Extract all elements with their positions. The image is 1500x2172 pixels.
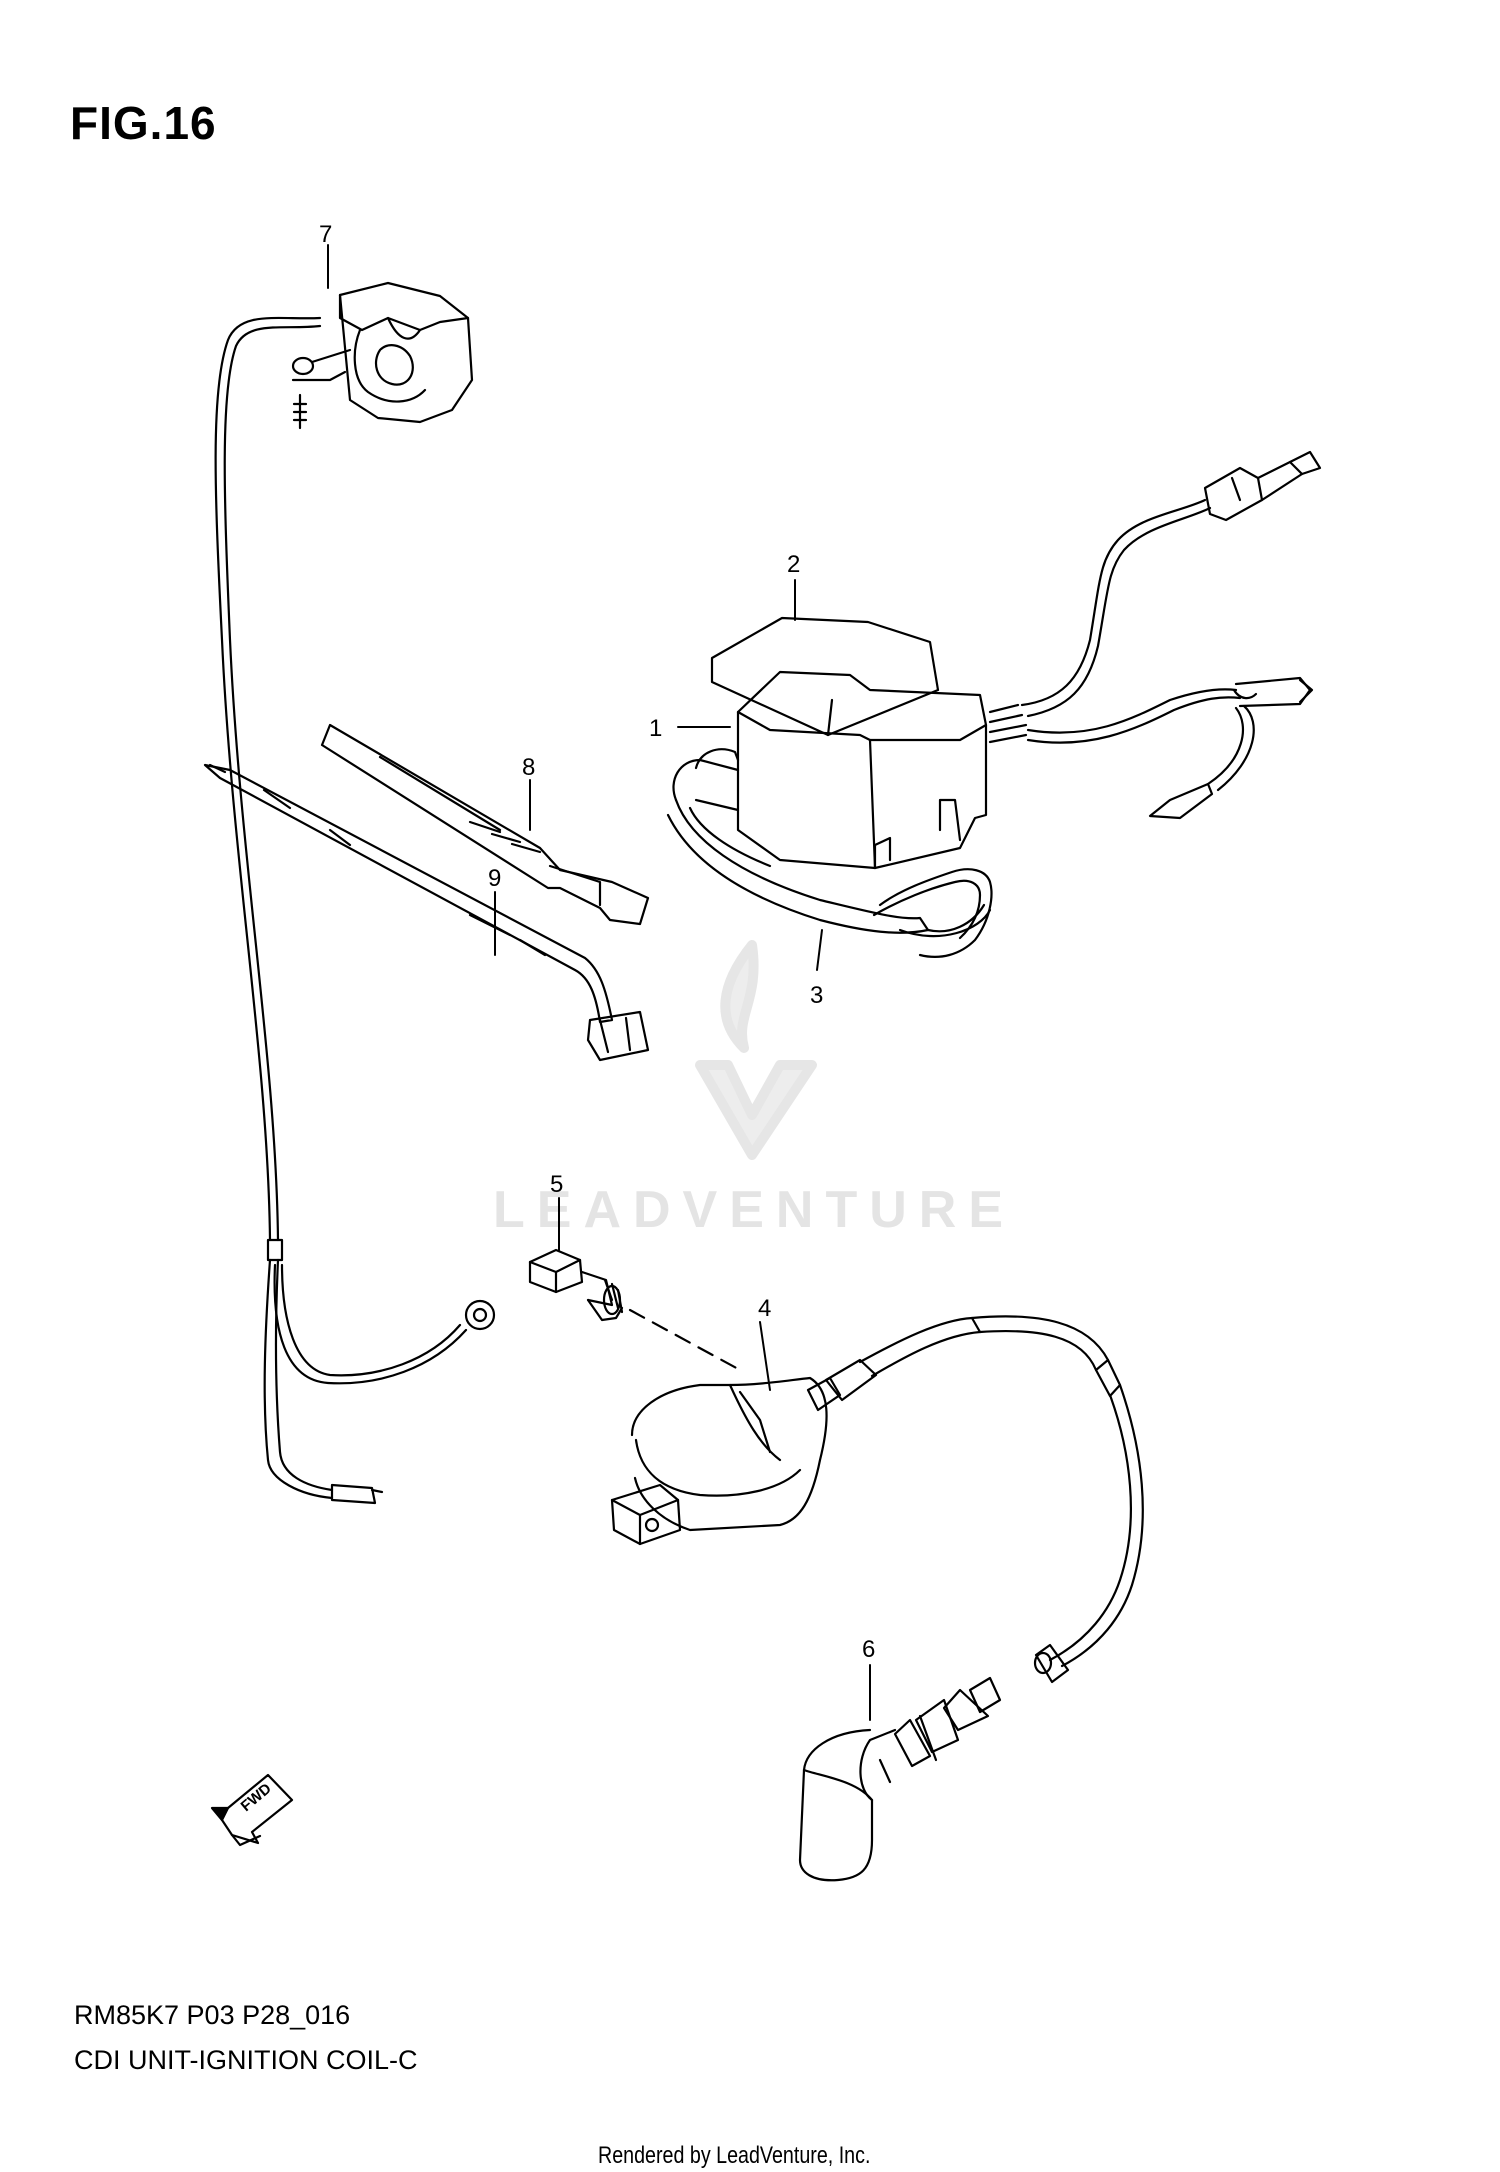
callout-3: 3 — [810, 982, 823, 1009]
callout-7: 7 — [319, 221, 332, 248]
callout-9: 9 — [488, 865, 501, 892]
render-credit: Rendered by LeadVenture, Inc. — [598, 2142, 871, 2169]
part-1-cdi-unit[interactable] — [736, 450, 1322, 870]
part-9-cable-tie[interactable] — [203, 763, 650, 1062]
callout-5: 5 — [550, 1171, 563, 1198]
watermark-text: LEADVENTURE — [493, 1181, 1016, 1239]
callout-1: 1 — [649, 715, 662, 742]
figure-title: FIG.16 — [70, 97, 217, 149]
callout-8: 8 — [522, 754, 535, 781]
part-3-band[interactable] — [666, 748, 993, 958]
callout-2: 2 — [787, 551, 800, 578]
callout-4: 4 — [758, 1295, 771, 1322]
part-8-clamp[interactable] — [320, 723, 650, 926]
forward-arrow — [210, 1773, 294, 1847]
part-4-ignition-coil[interactable] — [610, 1315, 1144, 1684]
callout-6: 6 — [862, 1636, 875, 1663]
part-2-cushion[interactable] — [710, 616, 940, 737]
part-5-bolt[interactable] — [528, 1248, 742, 1372]
part-6-plug-cap[interactable] — [798, 1676, 1002, 1882]
figure-name: CDI UNIT-IGNITION COIL-C — [74, 2045, 418, 2075]
model-code: RM85K7 P03 P28_016 — [74, 2000, 351, 2030]
part-7-pickup-coil[interactable] — [214, 281, 496, 1505]
watermark-logo — [695, 940, 817, 1160]
callout-leaders — [327, 244, 871, 1721]
